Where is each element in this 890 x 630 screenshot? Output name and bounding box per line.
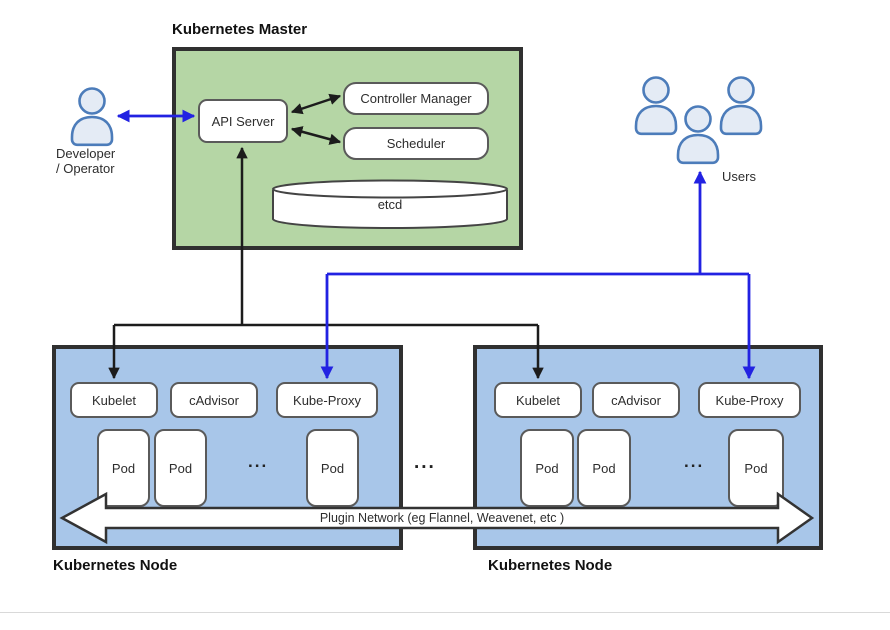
user-icon	[634, 76, 678, 136]
developer-label-line2: / Operator	[56, 161, 115, 176]
kubernetes-node-left-title: Kubernetes Node	[53, 557, 178, 574]
pods-ellipsis-right: ...	[684, 452, 705, 471]
pod-box: Pod	[520, 429, 574, 507]
plugin-network-label: Plugin Network (eg Flannel, Weavenet, et…	[319, 511, 565, 525]
kube-proxy-left-box: Kube-Proxy	[276, 382, 378, 418]
pod-box: Pod	[97, 429, 150, 507]
scheduler-box: Scheduler	[343, 127, 489, 160]
user-icon	[719, 76, 763, 136]
developer-label: Developer / Operator	[56, 146, 115, 176]
pods-ellipsis-left: ...	[248, 452, 269, 471]
developer-label-line1: Developer	[56, 146, 116, 161]
kubernetes-master-title: Kubernetes Master	[172, 21, 308, 38]
cadvisor-left-box: cAdvisor	[170, 382, 258, 418]
pod-box: Pod	[728, 429, 784, 507]
controller-manager-box: Controller Manager	[343, 82, 489, 115]
user-icon	[676, 105, 720, 165]
footer-divider	[0, 612, 890, 613]
kubelet-left-box: Kubelet	[70, 382, 158, 418]
etcd-label: etcd	[377, 197, 403, 212]
pod-box: Pod	[154, 429, 207, 507]
kubernetes-node-right-title: Kubernetes Node	[488, 557, 613, 574]
kube-proxy-right-box: Kube-Proxy	[698, 382, 801, 418]
cadvisor-right-box: cAdvisor	[592, 382, 680, 418]
developer-icon	[70, 87, 114, 147]
users-label: Users	[722, 169, 756, 184]
pod-box: Pod	[306, 429, 359, 507]
pod-box: Pod	[577, 429, 631, 507]
kubelet-right-box: Kubelet	[494, 382, 582, 418]
nodes-gap-ellipsis: ...	[414, 452, 436, 473]
api-server-box: API Server	[198, 99, 288, 143]
